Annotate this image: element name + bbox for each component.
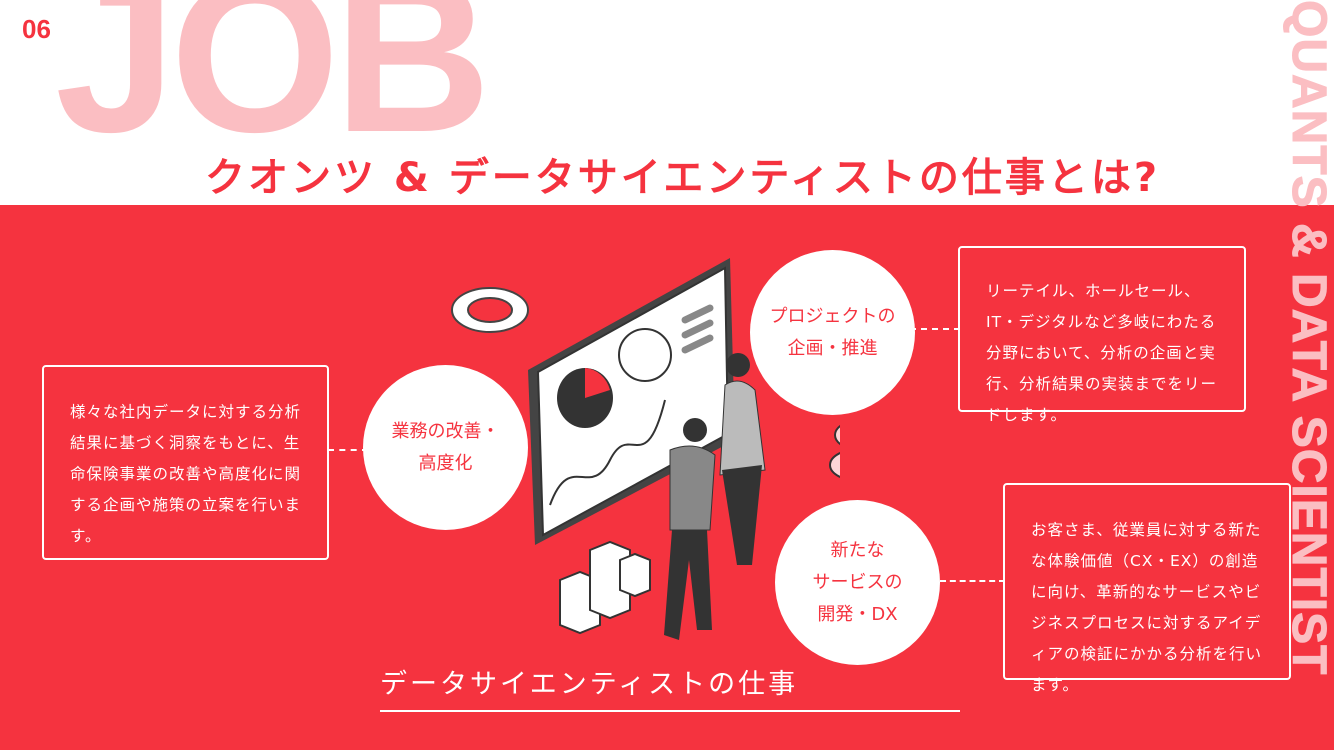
role-label: 企画・推進 <box>787 337 878 359</box>
header-band <box>0 0 1334 205</box>
description-box-improvement: 様々な社内データに対する分析結果に基づく洞察をもとに、生命保険事業の改善や高度化… <box>42 365 329 560</box>
role-label: サービスの <box>812 571 903 593</box>
section-number: 06 <box>22 14 51 44</box>
connector-line <box>328 449 368 451</box>
whiteboard-icon <box>528 258 735 545</box>
donut-chart-icon <box>451 287 529 333</box>
role-description: お客さま、従業員に対する新たな体験価値（CX・EX）の創造に向け、革新的なサービ… <box>1031 521 1263 694</box>
big-word: JOB <box>55 0 491 178</box>
people-icon <box>664 353 766 640</box>
role-circle-project: プロジェクトの 企画・推進 <box>750 250 915 415</box>
description-box-project: リーテイル、ホールセール、IT・デジタルなど多岐にわたる分野において、分析の企画… <box>958 246 1246 424</box>
illustration <box>451 258 840 640</box>
vertical-label: QUANTS & DATA SCIENTIST <box>1282 0 1334 676</box>
caption: データサイエンティストの仕事 <box>380 669 799 700</box>
role-label: 新たな <box>830 539 885 561</box>
venn-diagram-icon <box>829 424 840 479</box>
role-description: リーテイル、ホールセール、IT・デジタルなど多岐にわたる分野において、分析の企画… <box>986 282 1218 424</box>
connector-line <box>910 328 960 330</box>
page-title: クオンツ & データサイエンティストの仕事とは? <box>205 155 1161 201</box>
description-box-new-service: お客さま、従業員に対する新たな体験価値（CX・EX）の創造に向け、革新的なサービ… <box>1003 483 1291 694</box>
role-label: 高度化 <box>418 452 473 474</box>
bar-blocks-icon <box>559 540 651 635</box>
role-label: 業務の改善・ <box>391 420 500 442</box>
connector-line <box>940 580 1005 582</box>
caption-underline <box>380 710 960 712</box>
role-label: 開発・DX <box>817 603 898 625</box>
role-description: 様々な社内データに対する分析結果に基づく洞察をもとに、生命保険事業の改善や高度化… <box>70 403 302 545</box>
role-circle-new-service: 新たな サービスの 開発・DX <box>775 500 940 665</box>
role-label: プロジェクトの <box>769 305 896 327</box>
role-circle-improvement: 業務の改善・ 高度化 <box>363 365 528 530</box>
